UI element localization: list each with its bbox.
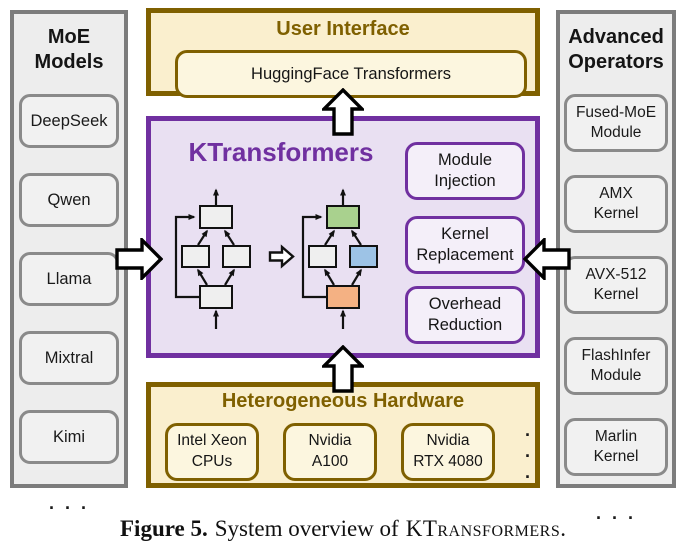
opt-edge-bl [324, 268, 335, 286]
ktransformers-title: KTransformers [188, 137, 374, 167]
orig-edge-tl [197, 229, 208, 246]
caption-label: Figure 5. [120, 516, 208, 541]
operator-item-marlin: Marlin Kernel [564, 418, 668, 476]
right-arrow-shape [115, 238, 163, 280]
operator-item-fused-moe: Fused-MoE Module [564, 94, 668, 152]
optimized-module-graph [301, 188, 378, 329]
operator-item-avx512: AVX-512 Kernel [564, 256, 668, 314]
module-injection-graph-diagram [174, 188, 378, 329]
hardware-ellipsis: . . . [525, 420, 534, 482]
orig-right-node [222, 245, 251, 268]
up-arrow-shape [322, 345, 364, 393]
model-item-mixtral: Mixtral [19, 331, 119, 385]
advanced-operators-list: Fused-MoE Module AMX Kernel AVX-512 Kern… [564, 94, 668, 524]
model-item-llama: Llama [19, 252, 119, 306]
opt-skip-edge [301, 214, 327, 299]
opt-bottom-node-orange [326, 285, 360, 309]
up-arrow-shape [322, 88, 364, 136]
ktransformers-box: KTransformers [146, 116, 540, 358]
operator-item-amx: AMX Kernel [564, 175, 668, 233]
opt-edge-tl [324, 229, 335, 246]
hardware-list: Intel Xeon CPUs Nvidia A100 Nvidia RTX 4… [165, 420, 533, 483]
caption-period: . [560, 516, 566, 541]
model-item-qwen: Qwen [19, 173, 119, 227]
models-to-ktransformers-arrow-icon [115, 238, 163, 280]
orig-edge-tr [224, 229, 235, 246]
caption-system-name: KTransformers [405, 516, 561, 541]
ktransformers-to-ui-arrow-icon [322, 88, 364, 136]
hardware-item-intel-xeon: Intel Xeon CPUs [165, 422, 259, 481]
advanced-operators-ellipsis: . . . [595, 503, 636, 523]
operators-to-ktransformers-arrow-icon [523, 238, 571, 280]
operator-item-flashinfer: FlashInfer Module [564, 337, 668, 395]
advanced-operators-panel: Advanced Operators Fused-MoE Module AMX … [556, 10, 676, 523]
left-arrow-shape [523, 238, 571, 280]
feature-kernel-replacement: Kernel Replacement [405, 216, 525, 274]
opt-top-node-green [326, 205, 360, 229]
orig-left-node [181, 245, 210, 268]
orig-bottom-node [199, 285, 233, 309]
opt-edge-tr [351, 229, 362, 246]
orig-skip-edge [174, 214, 200, 299]
hardware-title: Heterogeneous Hardware [221, 390, 465, 412]
original-module-graph [174, 188, 251, 329]
user-interface-box: User Interface HuggingFace Transformers [146, 8, 540, 98]
orig-edge-bl [197, 268, 208, 286]
moe-models-panel: MoE Models DeepSeek Qwen Llama Mixtral K… [10, 10, 128, 513]
feature-overhead-reduction: Overhead Reduction [405, 286, 525, 344]
opt-right-node-blue [349, 245, 378, 268]
hardware-item-nvidia-a100: Nvidia A100 [283, 422, 377, 481]
hardware-item-nvidia-rtx4080: Nvidia RTX 4080 [401, 422, 495, 481]
moe-models-list: DeepSeek Qwen Llama Mixtral Kimi . . . [19, 94, 119, 514]
hardware-to-ktransformers-arrow-icon [322, 345, 364, 393]
caption-body: System overview of [214, 516, 399, 541]
model-item-deepseek: DeepSeek [19, 94, 119, 148]
model-item-kimi: Kimi [19, 410, 119, 464]
orig-top-node [199, 205, 233, 229]
moe-models-ellipsis: . . . [48, 493, 89, 513]
heterogeneous-hardware-box: Heterogeneous Hardware Intel Xeon CPUs N… [146, 382, 540, 488]
moe-models-title: MoE Models [34, 26, 104, 73]
advanced-operators-title: Advanced Operators [568, 26, 664, 73]
transform-arrow-icon [268, 244, 295, 269]
feature-module-injection: Module Injection [405, 142, 525, 200]
opt-edge-br [351, 268, 362, 286]
user-interface-title: User Interface [276, 18, 410, 40]
opt-left-node-gray [308, 245, 337, 268]
orig-edge-br [224, 268, 235, 286]
